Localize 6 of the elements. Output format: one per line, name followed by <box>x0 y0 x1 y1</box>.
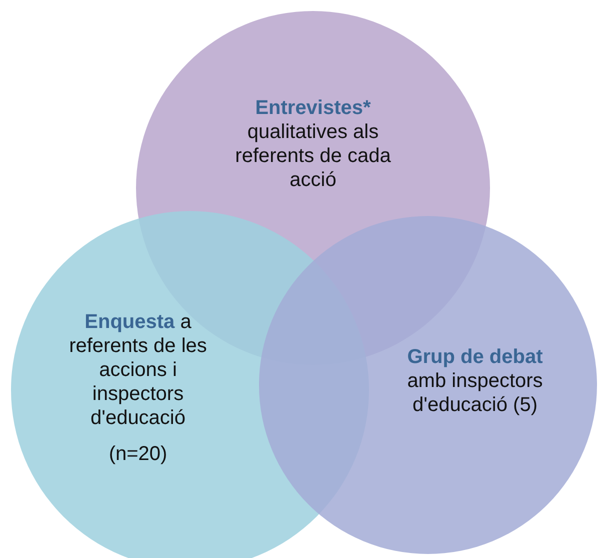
circle-text: amb inspectors d'educació (5) <box>406 369 544 417</box>
circle-heading: Grup de debat <box>407 345 543 369</box>
circle-heading: Entrevistes* <box>255 96 371 120</box>
sample-size-note: (n=20) <box>108 442 168 466</box>
circle-text: Enquesta a referents de les accions i inspectors d'educació <box>68 310 208 430</box>
circle-text: qualitatives als referents de cada acció <box>234 120 392 192</box>
